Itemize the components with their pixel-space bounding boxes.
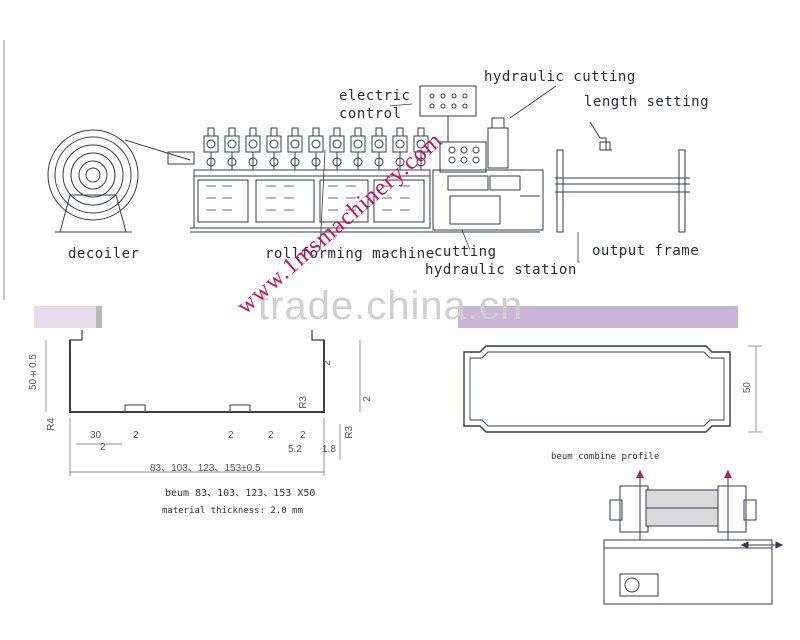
electric-control-label-2: control	[339, 106, 402, 122]
material-thickness: material thickness: 2.0 mm	[162, 506, 303, 516]
output-frame-drawing	[555, 121, 690, 233]
beam-caption: beum 83、103、123、153 X50	[165, 488, 316, 499]
dim-2-e: 2	[300, 430, 306, 441]
dim-5-2: 5.2	[288, 444, 302, 455]
dim-30: 30	[90, 430, 102, 441]
combine-caption: beum combine profile	[551, 452, 660, 462]
trade-watermark: trade.china.cn	[258, 284, 524, 328]
length-setting-label: length setting	[584, 94, 710, 110]
decoiler-label: decoiler	[68, 246, 140, 262]
dim-1-8: 1.8	[322, 444, 336, 455]
dim-2-c: 2	[228, 430, 234, 441]
rollforming-machine-drawing	[167, 127, 540, 233]
decoiler-drawing	[47, 129, 191, 233]
hydraulic-station-label: hydraulic station	[425, 262, 577, 278]
dim-2-d: 2	[268, 430, 274, 441]
output-frame-label: output frame	[592, 243, 700, 259]
rollforming-machine-label: rollforming machine	[265, 246, 435, 262]
dim-2-f: 2	[322, 360, 333, 366]
cutting-label: cutting	[434, 244, 497, 260]
dim-r3-b: R3	[344, 426, 355, 439]
dim-2-a: 2	[100, 442, 106, 453]
hydraulic-cutting-drawing	[432, 117, 544, 231]
electric-control-drawing	[419, 85, 477, 143]
dim-height: 50±0.5	[28, 354, 39, 391]
combine-height-dim: 50	[742, 382, 753, 394]
dim-width: 83、103、123、153±0.5	[150, 463, 261, 474]
dim-r4: R4	[46, 418, 57, 431]
electric-control-label-1: electric	[339, 88, 411, 104]
hydraulic-cutting-label: hydraulic cutting	[484, 69, 636, 85]
combine-machine-drawing	[603, 470, 784, 605]
dim-2-b: 2	[133, 430, 139, 441]
dim-2-g: 2	[362, 396, 373, 402]
dim-r3-a: R3	[298, 396, 309, 409]
combine-profile-drawing	[458, 306, 762, 433]
beam-profile-drawing	[34, 306, 361, 476]
